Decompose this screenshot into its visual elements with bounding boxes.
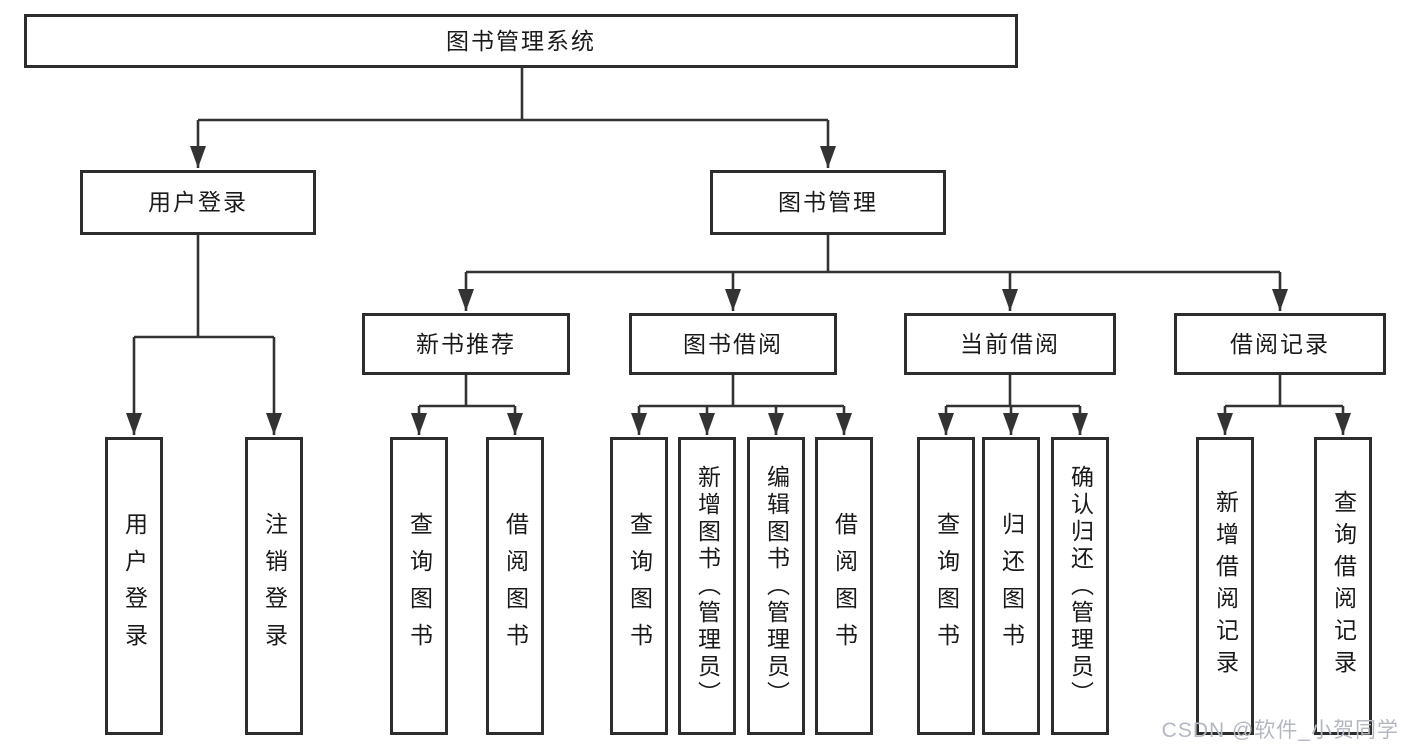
leaf-return-books: 归还图书 bbox=[982, 437, 1040, 735]
leaf-add-books-admin: 新增图书（管理员） bbox=[678, 437, 736, 735]
csdn-watermark: CSDN @软件_小贺同学 bbox=[1161, 719, 1399, 742]
node-borrow-records: 借阅记录 bbox=[1174, 313, 1386, 375]
leaf-query-books-borrow: 查询图书 bbox=[610, 437, 668, 735]
node-current-borrow: 当前借阅 bbox=[904, 313, 1116, 375]
leaf-query-books-current: 查询图书 bbox=[917, 437, 975, 735]
leaf-logout-login: 注销登录 bbox=[245, 437, 303, 735]
node-book-management: 图书管理 bbox=[710, 170, 946, 235]
node-root-system: 图书管理系统 bbox=[24, 14, 1018, 68]
leaf-query-books-recommend: 查询图书 bbox=[390, 437, 448, 735]
leaf-query-borrow-record: 查询借阅记录 bbox=[1314, 437, 1372, 735]
leaf-user-login: 用户登录 bbox=[105, 437, 163, 735]
tree-edges bbox=[126, 67, 1351, 435]
node-user-login: 用户登录 bbox=[80, 170, 316, 235]
leaf-confirm-return-admin: 确认归还（管理员） bbox=[1051, 437, 1109, 735]
leaf-borrow-books: 借阅图书 bbox=[815, 437, 873, 735]
node-new-book-recommend: 新书推荐 bbox=[362, 313, 570, 375]
leaf-borrow-books-recommend: 借阅图书 bbox=[486, 437, 544, 735]
leaf-edit-books-admin: 编辑图书（管理员） bbox=[747, 437, 805, 735]
node-book-borrow: 图书借阅 bbox=[629, 313, 837, 375]
leaf-add-borrow-record: 新增借阅记录 bbox=[1196, 437, 1254, 735]
